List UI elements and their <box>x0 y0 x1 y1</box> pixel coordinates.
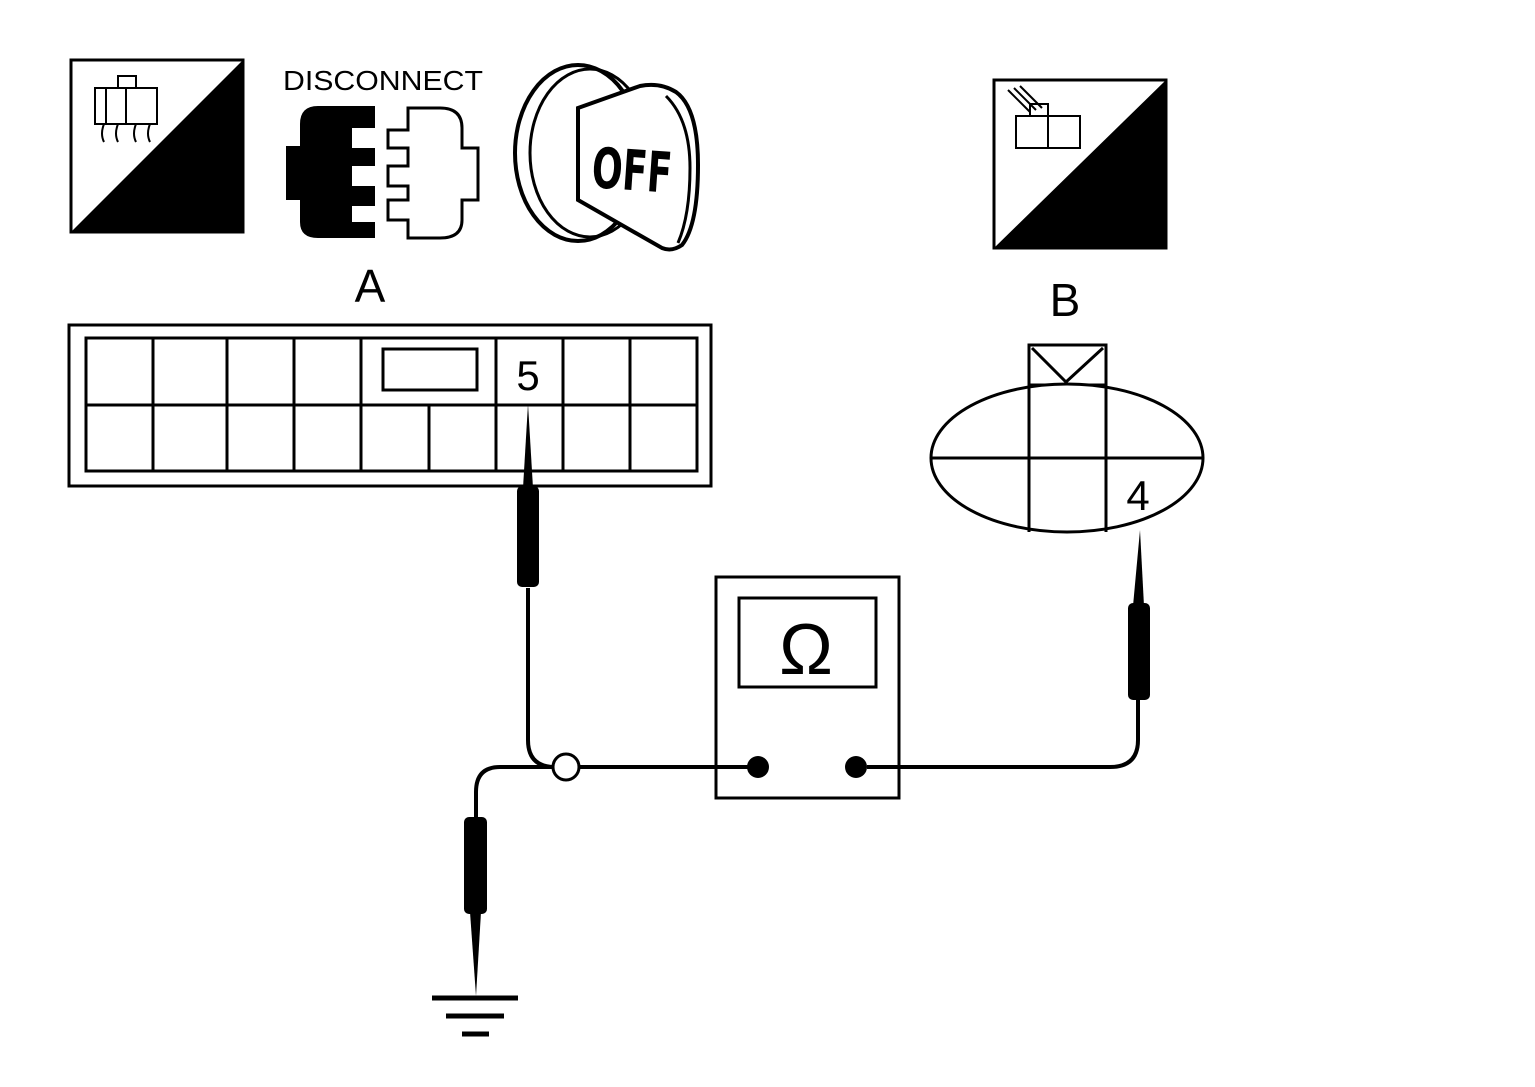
ohmmeter-terminal-right <box>845 756 867 778</box>
ts-label: T.S. <box>1062 195 1156 249</box>
off-label: OFF <box>590 136 674 206</box>
probe-a <box>517 404 539 587</box>
ignition-key-icon: OFF <box>513 63 701 252</box>
connector-b-terminal-number: 4 <box>1126 472 1149 519</box>
connector-b: B 4 <box>929 274 1205 534</box>
ohmmeter: Ω <box>714 575 901 800</box>
connector-b-label: B <box>1050 274 1081 326</box>
probe-b <box>1128 530 1150 700</box>
connector-a-terminal-number: 5 <box>516 352 539 399</box>
ohmmeter-terminal-left <box>747 756 769 778</box>
plug-male-icon <box>286 106 375 238</box>
lead-wire-b <box>867 700 1140 769</box>
connector-a-label: A <box>355 260 386 312</box>
harness-connector-icon <box>94 75 158 143</box>
test-leads <box>474 588 1140 818</box>
disconnect-label: DISCONNECT <box>283 65 483 96</box>
ohmmeter-display <box>737 596 878 689</box>
connector-a: A 5 <box>67 260 713 488</box>
connector-a-lock-tab <box>381 347 479 392</box>
ohm-symbol: Ω <box>779 610 833 690</box>
disconnect-icon: DISCONNECT <box>283 65 483 240</box>
connector-a-cavities <box>86 338 697 471</box>
lead-wire-a <box>526 588 556 769</box>
lead-wire-ground <box>474 765 554 818</box>
terminal-side-icon: T.S. <box>992 78 1168 250</box>
probe-ground <box>464 817 487 996</box>
terminal-connector-icon <box>1007 85 1081 149</box>
connector-b-cavities <box>931 385 1203 532</box>
lead-junction <box>551 752 581 782</box>
harness-side-icon: H.S. <box>69 58 245 234</box>
plug-female-icon <box>386 106 480 240</box>
hs-label: H.S. <box>133 178 233 232</box>
ground-icon <box>432 995 518 1037</box>
